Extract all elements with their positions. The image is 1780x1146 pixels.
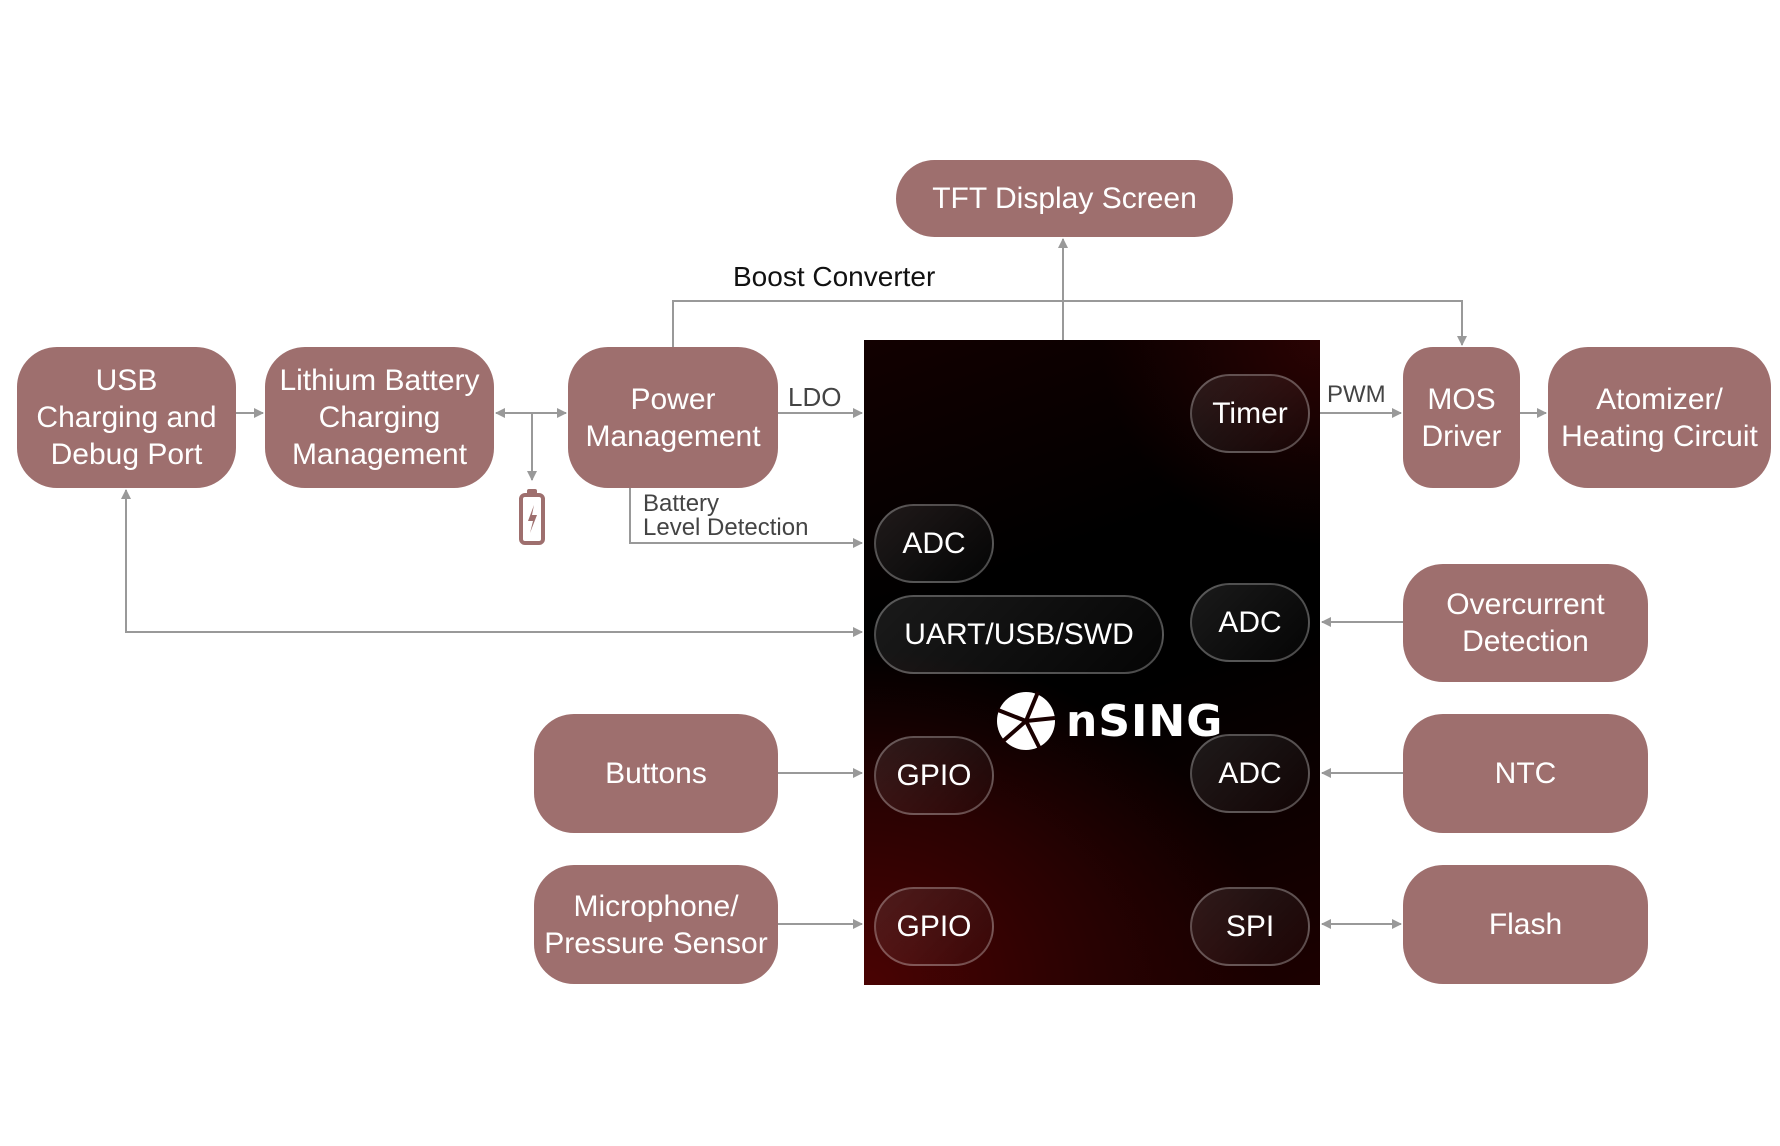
mcu-chip: Timer ADC UART/USB/SWD ADC GPIO ADC GPIO…: [864, 340, 1320, 985]
adc-ntc-label: ADC: [1218, 756, 1282, 790]
lithium-battery-charging-block: Lithium Battery Charging Management: [265, 347, 494, 488]
spi-label: SPI: [1225, 909, 1275, 943]
adc-battery-peripheral: ADC: [874, 504, 994, 583]
battery-charging-icon: [519, 489, 545, 545]
gpio-mic-label: GPIO: [896, 909, 972, 943]
battery-level-detection-label: Battery Level Detection: [643, 490, 809, 541]
overcurrent-block-label: Overcurrent Detection: [1446, 588, 1605, 658]
adc-ntc-peripheral: ADC: [1190, 734, 1310, 813]
pwm-label: PWM: [1327, 381, 1386, 408]
boost-converter-label: Boost Converter: [733, 261, 936, 292]
usb-charging-debug-port-block: USB Charging and Debug Port: [17, 347, 236, 488]
mos-driver-block: MOS Driver: [1403, 347, 1520, 488]
power-block-label: Power Management: [585, 382, 761, 453]
timer-peripheral: Timer: [1190, 374, 1310, 453]
uart-label: UART/USB/SWD: [904, 617, 1134, 651]
adc-left-label: ADC: [902, 526, 966, 560]
timer-label: Timer: [1212, 396, 1288, 430]
adc-overcurrent-label: ADC: [1218, 605, 1282, 639]
buttons-block-label: Buttons: [605, 757, 707, 790]
ntc-block: NTC: [1403, 714, 1648, 833]
wire-battery-level: [629, 488, 863, 548]
adc-overcurrent-peripheral: ADC: [1190, 583, 1310, 662]
spi-peripheral: SPI: [1190, 887, 1310, 966]
nsing-logo-text: nSING: [1066, 695, 1224, 747]
flash-block: Flash: [1403, 865, 1648, 984]
buttons-block: Buttons: [534, 714, 778, 833]
nsing-logo: nSING: [996, 690, 1223, 752]
uart-usb-swd-peripheral: UART/USB/SWD: [874, 595, 1164, 674]
gpio-buttons-peripheral: GPIO: [874, 736, 994, 815]
atomizer-heating-circuit-block: Atomizer/ Heating Circuit: [1548, 347, 1771, 488]
microphone-pressure-sensor-block: Microphone/ Pressure Sensor: [534, 865, 778, 984]
mos-block-label: MOS Driver: [1421, 382, 1502, 453]
gpio-buttons-label: GPIO: [896, 758, 972, 792]
power-management-block: Power Management: [568, 347, 778, 488]
ldo-label: LDO: [788, 382, 842, 412]
atomizer-block-label: Atomizer/ Heating Circuit: [1561, 382, 1758, 453]
overcurrent-detection-block: Overcurrent Detection: [1403, 564, 1648, 682]
flash-block-label: Flash: [1488, 908, 1563, 941]
wire-boost: [672, 300, 1467, 347]
gpio-mic-peripheral: GPIO: [874, 887, 994, 966]
ntc-block-label: NTC: [1494, 757, 1557, 790]
lithium-block-label: Lithium Battery Charging Management: [279, 364, 480, 471]
mic-block-label: Microphone/ Pressure Sensor: [544, 889, 768, 960]
tft-block-label: TFT Display Screen: [932, 182, 1197, 215]
usb-block-label: USB Charging and Debug Port: [36, 364, 217, 471]
nsing-logo-icon: [997, 691, 1056, 750]
tft-display-screen-block: TFT Display Screen: [896, 160, 1233, 237]
